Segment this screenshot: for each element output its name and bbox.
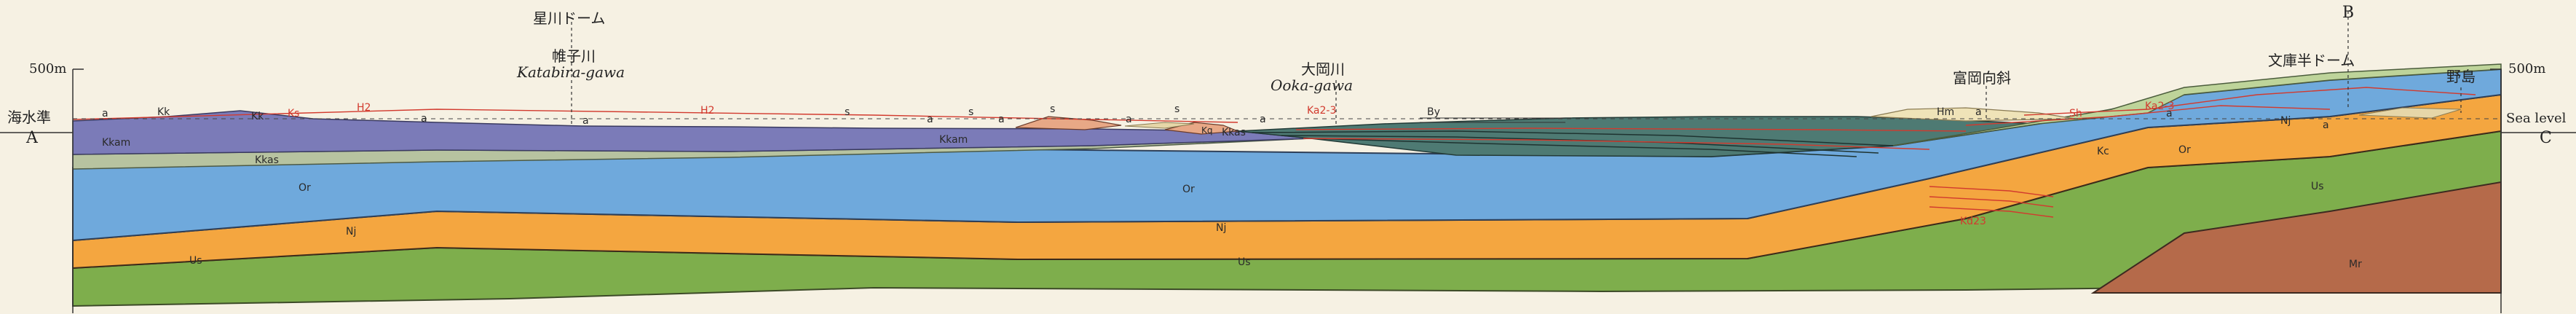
- label-kk-1: Kk: [157, 106, 170, 118]
- scale-right-500: 500m: [2508, 61, 2545, 76]
- label-nj-3: Nj: [2280, 115, 2291, 127]
- label-kkas-1: Kkas: [255, 154, 279, 166]
- section-end-c: C: [2540, 129, 2552, 147]
- label-kkas-2: Kkas: [1222, 127, 1246, 138]
- place-ooka-river-en: Ooka-gawa: [1271, 76, 1353, 94]
- label-or-1: Or: [299, 182, 311, 194]
- label-s-1: s: [845, 106, 850, 118]
- scale-frame: [0, 68, 2576, 313]
- place-bunko-half-dome: 文庫半ドーム: [2268, 52, 2355, 69]
- label-kq: Kq: [1201, 125, 1213, 136]
- place-ooka-river: 大岡川: [1301, 60, 1345, 78]
- scale-left-sea: 海水準: [7, 109, 51, 126]
- label-kkam-1: Kkam: [102, 137, 130, 149]
- scale-right-sea: Sea level: [2506, 111, 2567, 126]
- label-or-2: Or: [1182, 184, 1195, 195]
- rail-marks: [1420, 117, 1565, 123]
- label-s-2: s: [968, 106, 973, 118]
- section-marker-b: B: [2342, 4, 2354, 22]
- label-by: By: [1427, 106, 1440, 118]
- label-nj-1: Nj: [346, 226, 356, 238]
- locator-lines: [571, 11, 2462, 124]
- place-hoshikawa-dome: 星川ドーム: [533, 9, 605, 27]
- label-us-2: Us: [1238, 256, 1251, 268]
- label-a-10: a: [2323, 119, 2329, 131]
- red-label-sh: Sh: [2069, 108, 2082, 119]
- by-strata-lines: [1252, 130, 1894, 157]
- red-label-ka23-1: Ka2-3: [1307, 105, 1336, 117]
- place-katabira-river-en: Katabira-gawa: [516, 63, 625, 81]
- label-a-9: a: [2166, 108, 2173, 119]
- scale-left-500: 500m: [29, 61, 66, 76]
- label-a-8: a: [1975, 106, 1982, 118]
- label-kc: Kc: [2097, 146, 2109, 157]
- label-a-5: a: [998, 114, 1005, 125]
- label-s-4: s: [1174, 103, 1180, 115]
- place-tomioka-syncline: 富岡向斜: [1953, 69, 2011, 87]
- label-a-2: a: [421, 113, 427, 125]
- label-kk-2: Kk: [251, 111, 264, 122]
- section-end-a: A: [25, 129, 39, 147]
- place-katabira-river: 帷子川: [552, 47, 596, 65]
- label-us-1: Us: [189, 255, 202, 267]
- label-kkam-2: Kkam: [939, 134, 968, 146]
- label-a-1: a: [102, 108, 108, 119]
- label-nj-2: Nj: [1216, 222, 1226, 234]
- unit-mr-layer: [2090, 181, 2502, 294]
- label-s-3: s: [1050, 103, 1055, 115]
- label-mr: Mr: [2349, 259, 2362, 270]
- label-a-7: a: [1260, 114, 1266, 125]
- unit-a-fill: [1124, 122, 1195, 129]
- label-a-6: a: [1126, 114, 1132, 125]
- red-label-ks: Ks: [288, 108, 299, 119]
- label-or-3: Or: [2178, 144, 2191, 156]
- red-label-h2-1: H2: [357, 102, 371, 114]
- label-a-3: a: [582, 115, 589, 127]
- label-us-3: Us: [2311, 181, 2324, 192]
- red-label-ka23-2: Ka2-3: [2145, 101, 2174, 112]
- label-a-4: a: [927, 114, 933, 125]
- place-nojima: 野島: [2446, 68, 2476, 85]
- unit-hm-layer: [1870, 107, 2076, 122]
- unit-kk-layer: [72, 110, 1311, 155]
- unit-a-fill-2: [2358, 107, 2462, 119]
- label-hm: Hm: [1937, 106, 1954, 118]
- red-label-h2-2: H2: [700, 105, 714, 117]
- red-label-kd23: Kd23: [1960, 216, 1986, 227]
